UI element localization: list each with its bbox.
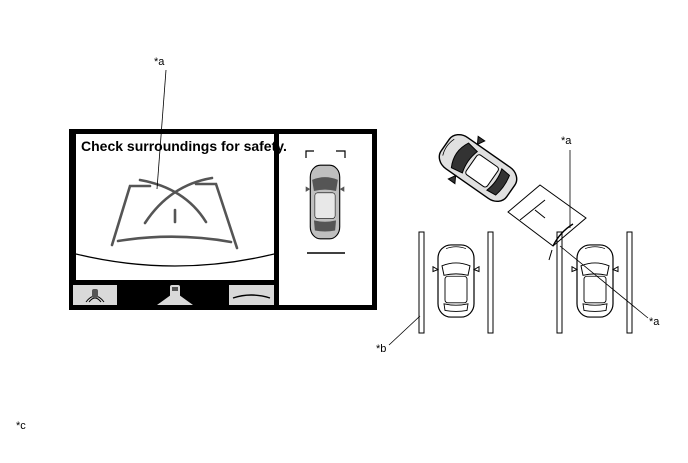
callout-b: *b: [376, 343, 386, 355]
callout-a-right-top: *a: [561, 135, 572, 147]
guideline-button[interactable]: [229, 285, 274, 305]
parking-guide-lines: [110, 176, 239, 250]
leader-a-right-bottom: [559, 245, 649, 319]
sonar-button[interactable]: [73, 285, 117, 305]
ground-line: [75, 253, 275, 267]
guideline-icon: [232, 294, 271, 299]
parking-line-1: [418, 231, 425, 334]
parking-line-4: [626, 231, 633, 334]
leader-b: [388, 315, 421, 346]
camera-view-button[interactable]: [157, 285, 193, 305]
parked-car-left: [432, 244, 480, 318]
reversing-car: [429, 123, 527, 213]
callout-c: *c: [16, 420, 26, 432]
screen-message: Check surroundings for safety.: [81, 138, 287, 154]
callout-a-top: *a: [154, 56, 165, 68]
sonar-icon: [85, 289, 105, 303]
own-car-top-icon: [305, 164, 345, 240]
callout-a-right-bottom: *a: [649, 316, 660, 328]
display-screen: Check surroundings for safety.: [69, 129, 377, 310]
top-view-corner-marks: [305, 150, 346, 254]
parked-car-right: [571, 244, 619, 318]
parking-scene: *a *a *b: [376, 123, 660, 355]
projected-guide-zone: [507, 184, 587, 261]
parking-line-3: [556, 231, 563, 334]
parking-line-2: [487, 231, 494, 334]
rear-camera-view: [76, 134, 274, 280]
leader-a-top: [156, 69, 167, 190]
